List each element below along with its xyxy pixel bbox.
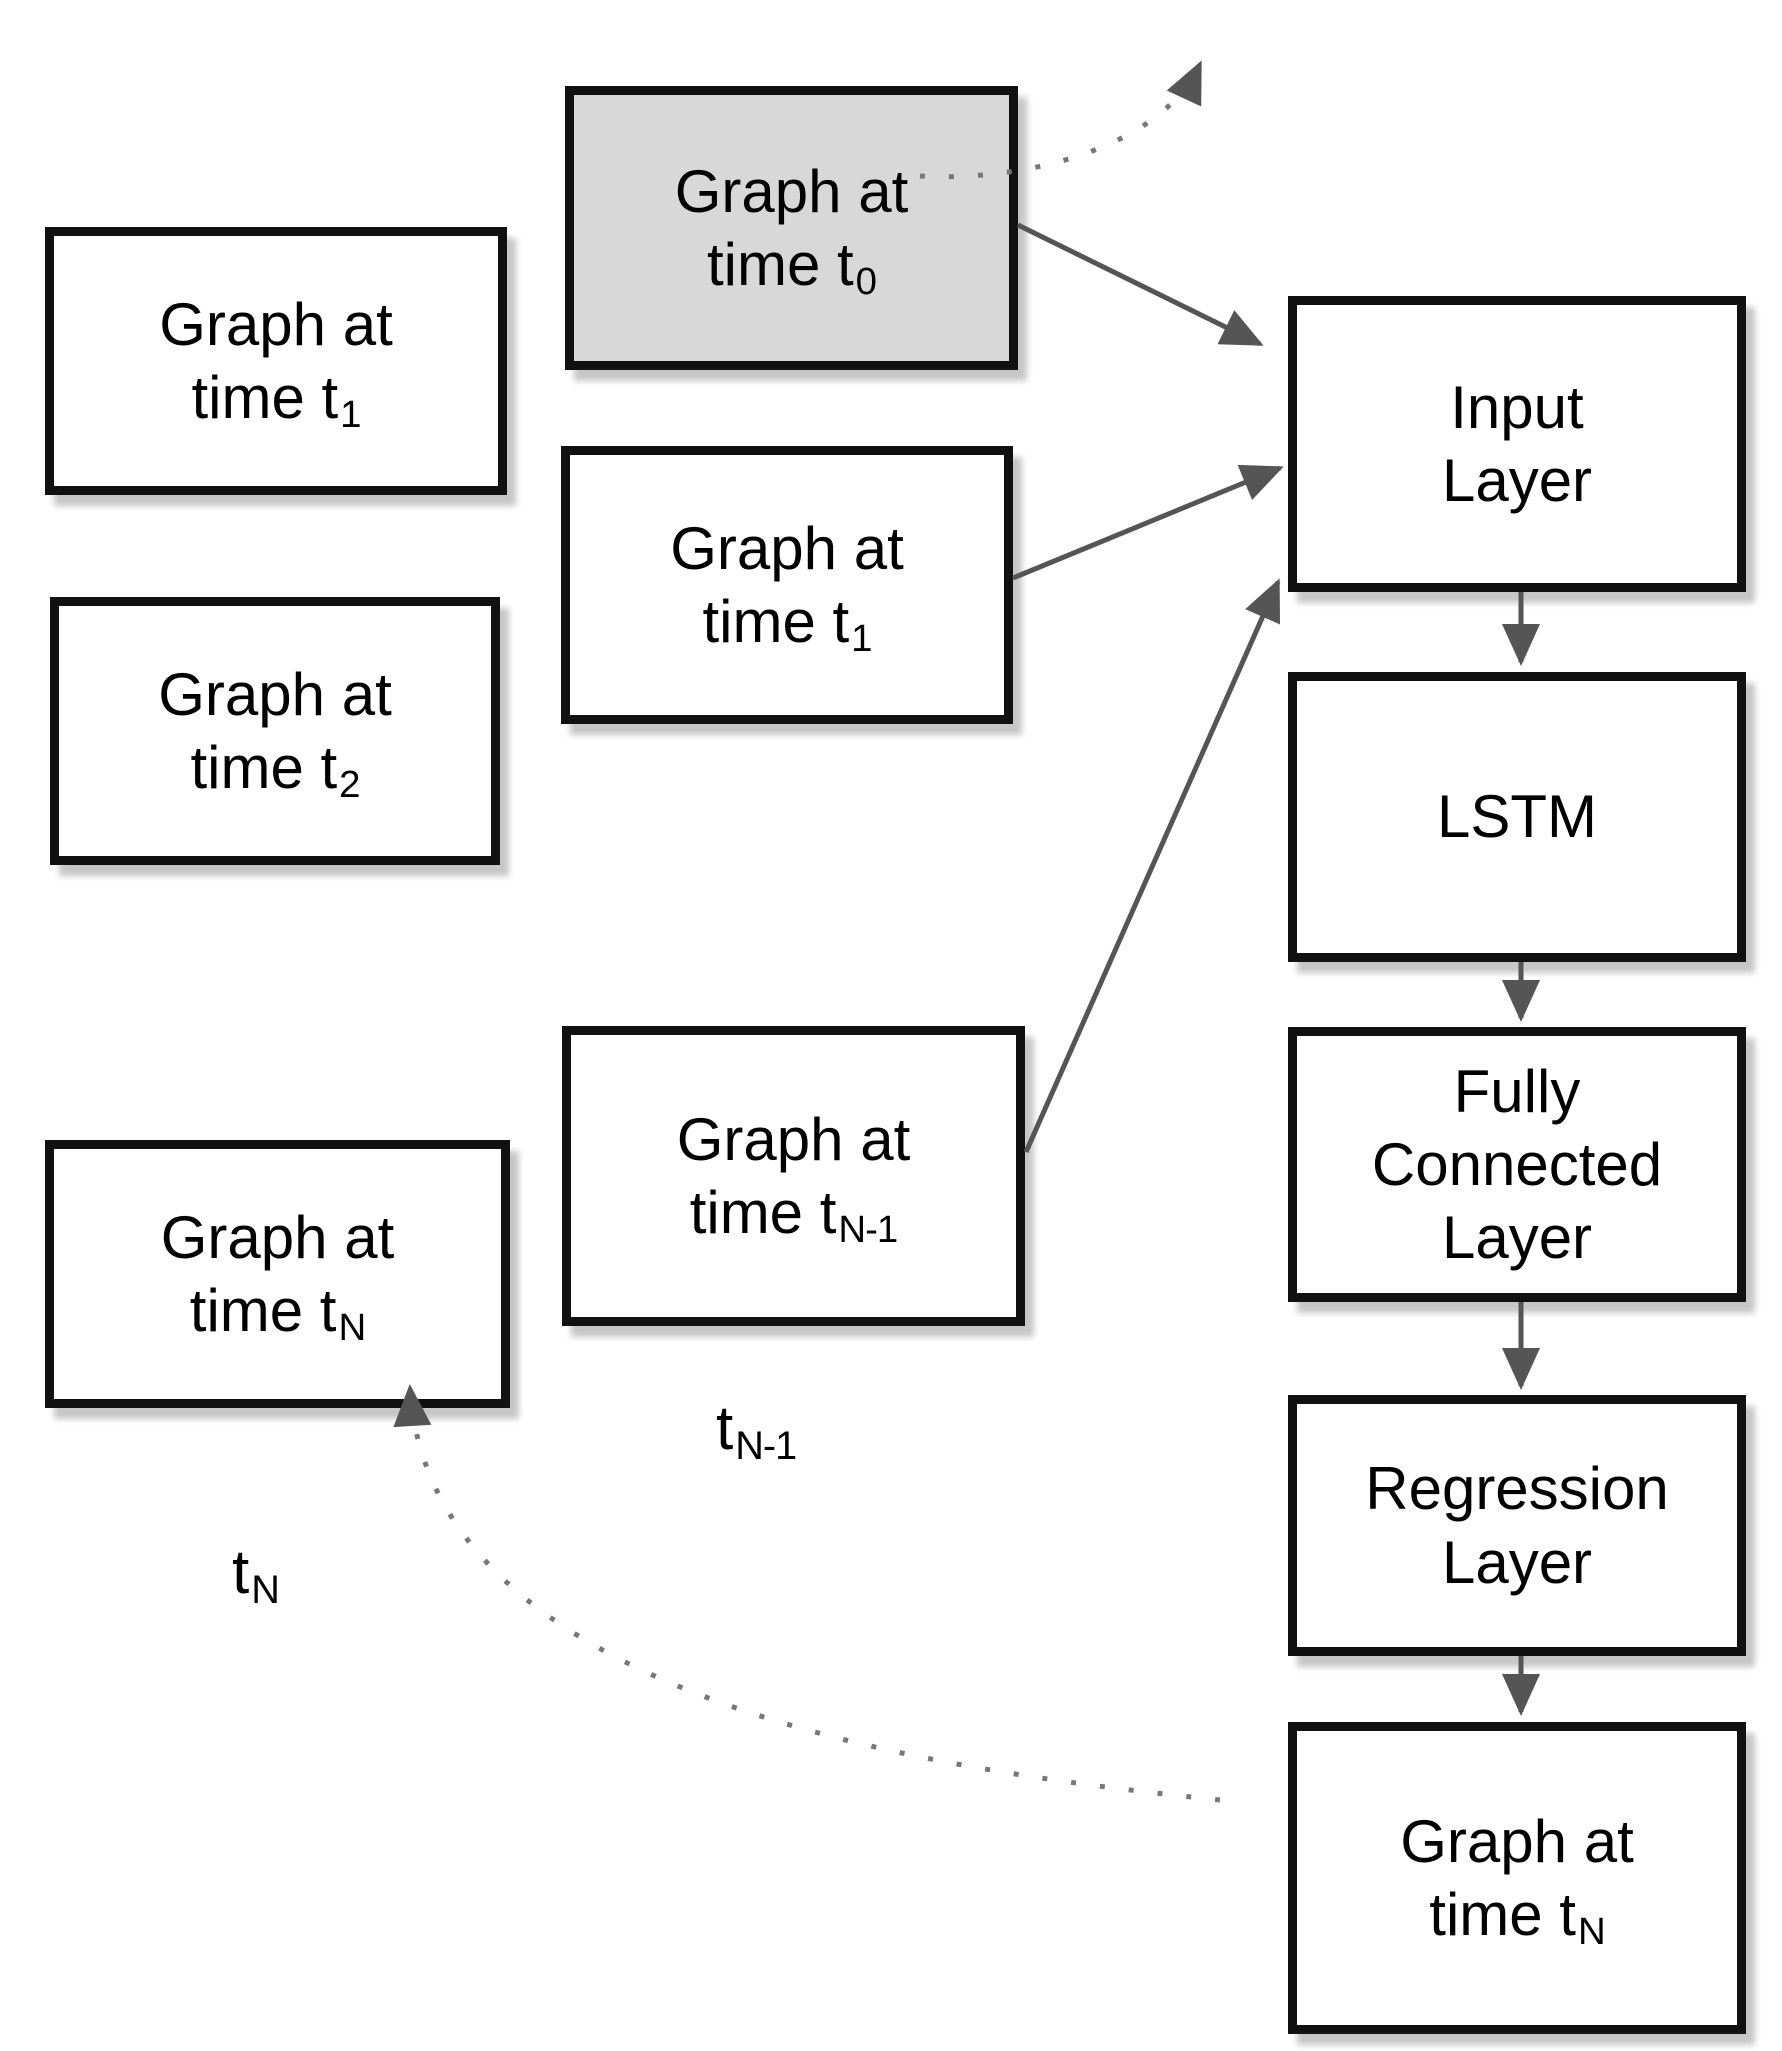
- box-label-text: time t: [702, 588, 850, 655]
- box-input-layer: Input Layer: [1288, 296, 1746, 592]
- label-subscript: N: [251, 1567, 280, 1612]
- box-label: Layer: [1441, 1204, 1593, 1272]
- box-label: Graph at: [674, 157, 909, 225]
- box-label-text: time t: [689, 1179, 837, 1246]
- box-label-subscript: 2: [339, 763, 360, 807]
- box-label-text: time t: [191, 364, 339, 431]
- box-label: time tN-1: [689, 1176, 899, 1252]
- box-fully-connected-layer: Fully Connected Layer: [1288, 1027, 1746, 1302]
- box-graph-time-tn-left: Graph at time tN: [45, 1140, 510, 1408]
- label-text: t: [716, 1394, 734, 1463]
- box-label-subscript: 0: [855, 260, 877, 304]
- box-label-subscript: 1: [340, 393, 361, 437]
- box-graph-time-t2-left: Graph at time t2: [50, 597, 500, 865]
- box-label: Graph at: [159, 290, 393, 358]
- dotted-arrow-output-feedback-to-graph-tn: [393, 1384, 1221, 1803]
- arrow-graph-t1-to-input-layer: [1012, 464, 1284, 581]
- box-label: Input: [1450, 373, 1584, 441]
- box-label: time tN: [189, 1274, 366, 1350]
- box-label: Layer: [1441, 1528, 1593, 1596]
- box-label: time t2: [190, 731, 360, 807]
- label-subscript: N-1: [735, 1423, 797, 1468]
- box-label-subscript: N: [338, 1306, 366, 1350]
- box-graph-time-tn1-mid: Graph at time tN-1: [562, 1026, 1025, 1326]
- box-label: Graph at: [1400, 1807, 1634, 1875]
- label-tn: tN: [232, 1542, 280, 1610]
- box-label: Graph at: [676, 1105, 911, 1173]
- box-label-text: time t: [1429, 1881, 1576, 1948]
- box-label: Layer: [1441, 447, 1593, 514]
- box-lstm: LSTM: [1288, 672, 1746, 962]
- box-label: time t1: [191, 361, 361, 437]
- box-label: Graph at: [158, 660, 392, 728]
- box-regression-layer: Regression Layer: [1288, 1395, 1746, 1656]
- box-label-text: time t: [189, 1277, 337, 1344]
- box-label: LSTM: [1436, 783, 1598, 851]
- box-label: Connected: [1371, 1130, 1663, 1198]
- box-label: Fully: [1453, 1057, 1581, 1125]
- box-label: Graph at: [160, 1203, 395, 1271]
- box-label: time tN: [1429, 1878, 1606, 1954]
- box-label-subscript: 1: [851, 617, 872, 661]
- box-label: Graph at: [670, 514, 904, 582]
- box-label-text: time t: [706, 231, 854, 298]
- label-text: t: [232, 1538, 250, 1607]
- box-label-text: time t: [190, 734, 338, 801]
- arrow-graph-t0-to-input-layer: [1016, 222, 1264, 347]
- box-output-graph-time-tn: Graph at time tN: [1288, 1722, 1746, 2034]
- box-graph-time-t0-highlighted: Graph at time t0: [565, 86, 1018, 370]
- box-graph-time-t1-left: Graph at time t1: [45, 227, 507, 495]
- box-label: time t0: [706, 228, 877, 304]
- label-tn-minus-1: tN-1: [716, 1398, 797, 1466]
- box-graph-time-t1-mid: Graph at time t1: [561, 446, 1013, 724]
- box-label: Regression: [1365, 1455, 1669, 1523]
- box-label: time t1: [702, 585, 872, 661]
- arrow-graph-tn1-to-input-layer: [1023, 578, 1281, 1154]
- box-label-subscript: N: [1577, 1910, 1606, 1954]
- box-label-subscript: N-1: [838, 1208, 898, 1252]
